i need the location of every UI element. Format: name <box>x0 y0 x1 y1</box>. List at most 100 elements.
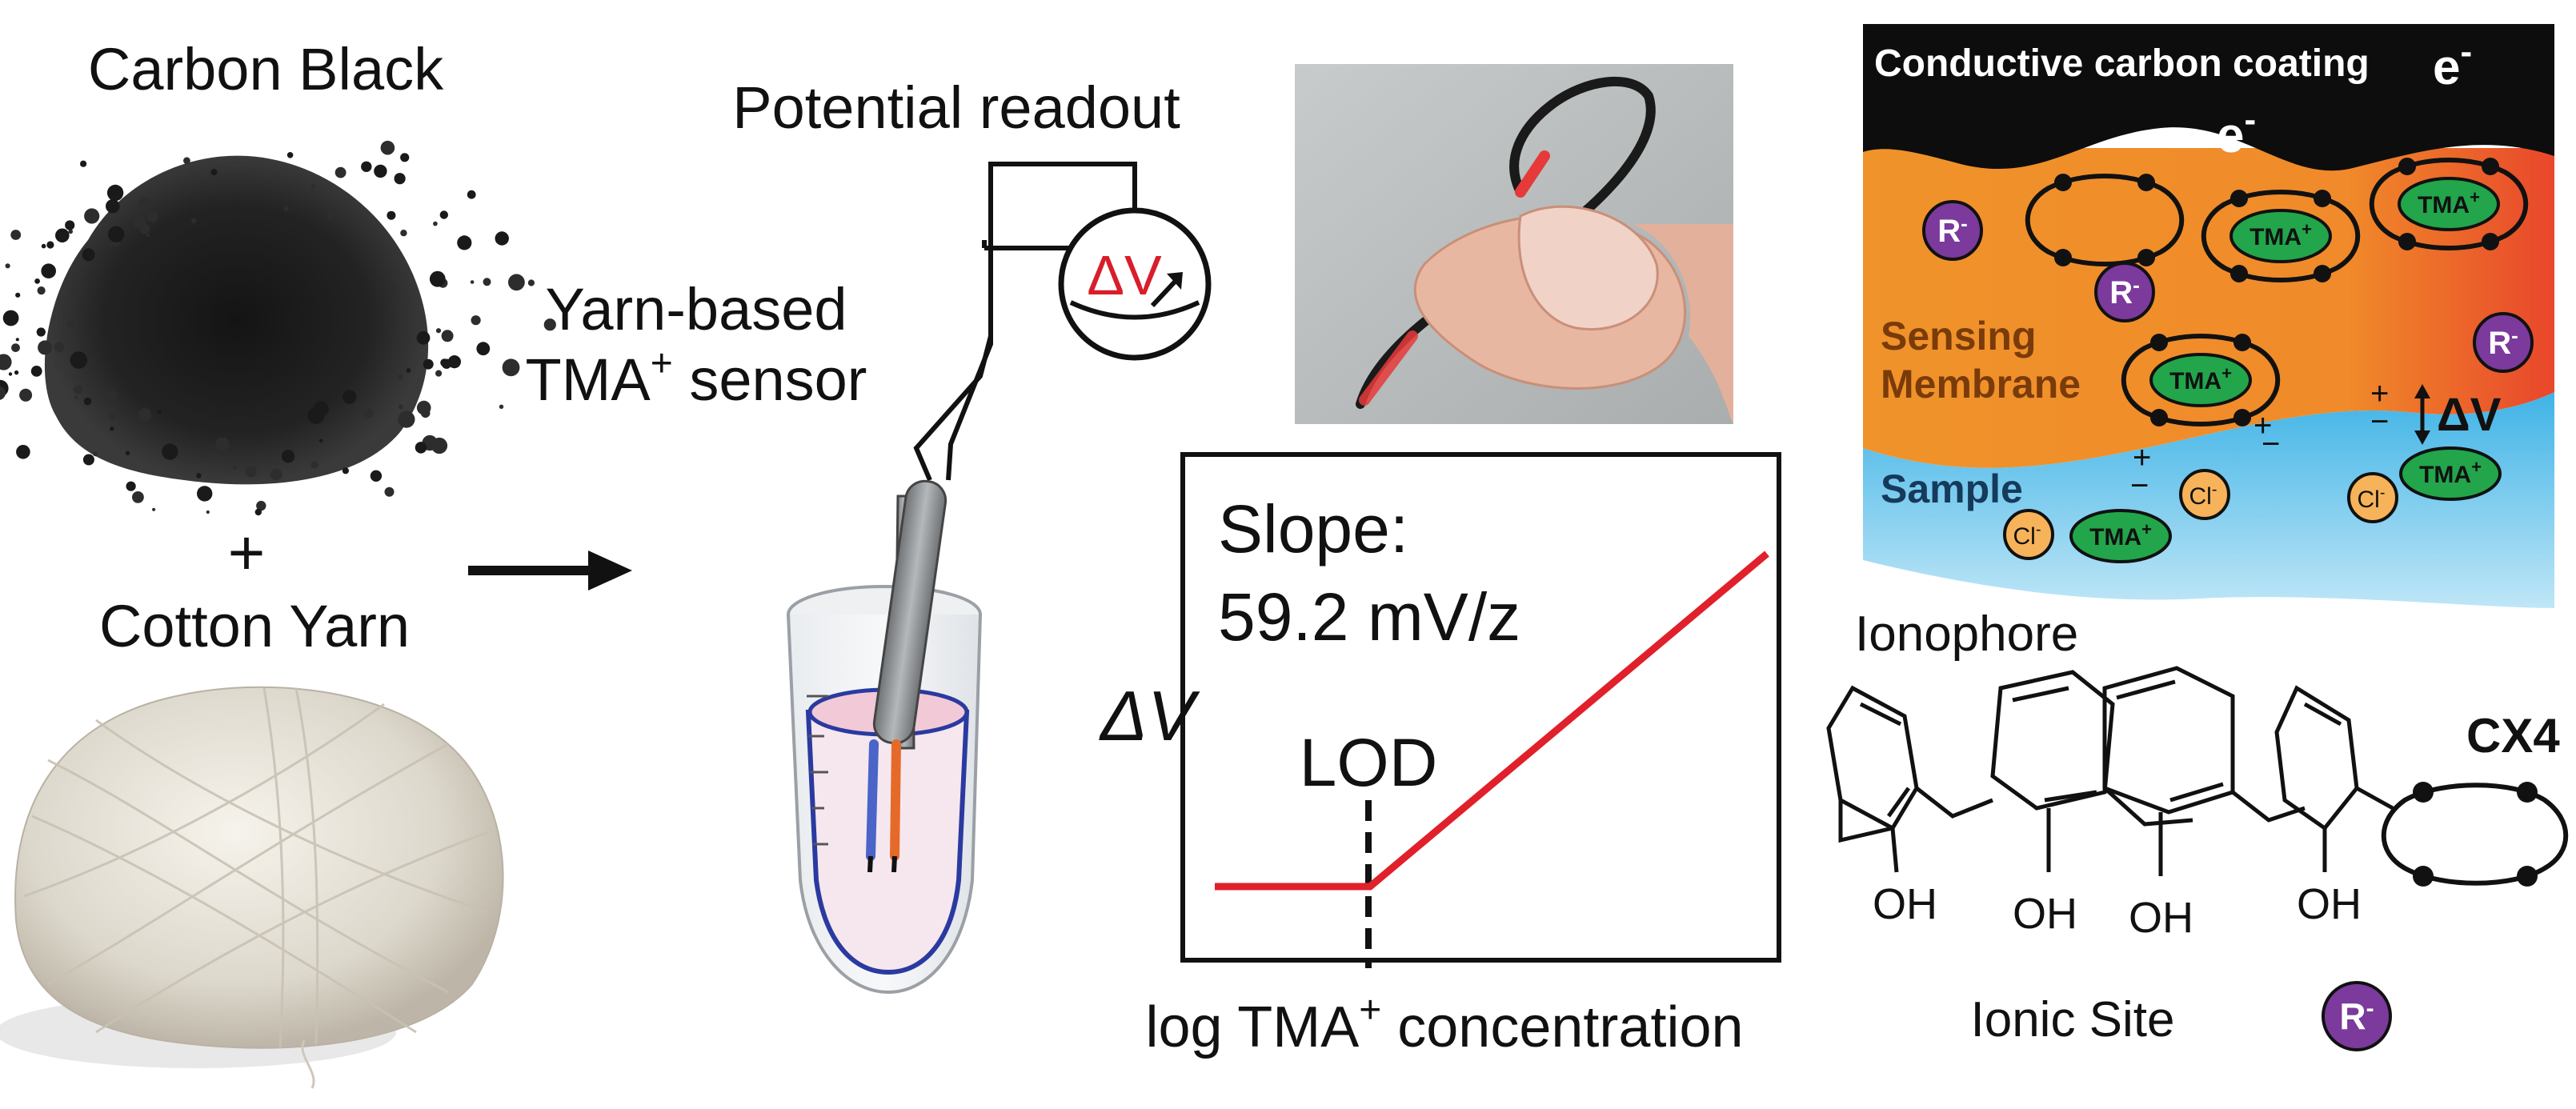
chemistry-panel: Ionophore OH <box>1826 607 2569 1051</box>
sensor-electrode-rod <box>866 479 947 873</box>
membrane-label-line1: Sensing <box>1881 314 2036 358</box>
y-axis-label: ΔV <box>1099 676 1200 755</box>
powder-granule <box>93 451 98 457</box>
r-ion-2-text: R- <box>2109 273 2140 310</box>
powder-granule <box>527 279 535 286</box>
powder-granule <box>183 157 190 165</box>
powder-granule <box>398 410 415 428</box>
powder-granule <box>132 491 144 503</box>
membrane-label-line2: Membrane <box>1881 362 2081 406</box>
powder-granule <box>400 230 407 237</box>
powder-granule <box>327 211 336 220</box>
r-ion-1: R- <box>1922 200 1983 261</box>
powder-granule <box>205 187 210 191</box>
powder-granule <box>397 374 403 380</box>
sample-label: Sample <box>1881 466 2023 511</box>
powder-granule <box>310 184 315 189</box>
powder-granule <box>433 221 438 226</box>
powder-granule <box>335 166 347 178</box>
voltmeter: ΔV <box>1058 207 1212 361</box>
cl-ion-2: Cl- <box>2179 469 2230 520</box>
powder-granule <box>380 140 395 155</box>
powder-granule <box>162 443 178 460</box>
oh-label-2: OH <box>2013 890 2077 938</box>
powder-granule <box>313 401 329 417</box>
powder-granule <box>157 409 162 414</box>
oh-label-3: OH <box>2129 894 2193 942</box>
powder-granule <box>471 315 481 326</box>
tma-ion-4-text: TMA+ <box>2089 519 2152 550</box>
powder-granule <box>5 263 10 269</box>
powder-granule <box>416 330 431 345</box>
process-arrow <box>468 550 632 591</box>
powder-granule <box>215 437 230 451</box>
powder-granules <box>0 140 556 516</box>
cotton-yarn-label: Cotton Yarn <box>99 593 410 659</box>
powder-granule <box>467 190 476 199</box>
ionic-site-r-text: R- <box>2339 995 2374 1037</box>
powder-granule <box>55 228 70 243</box>
charge-minus-3: − <box>2130 468 2149 503</box>
cl-ion-3-text: Cl- <box>2357 484 2385 513</box>
powder-granule <box>36 327 46 337</box>
potential-readout-label: Potential readout <box>732 74 1180 141</box>
powder-granule <box>457 235 472 250</box>
interface-delta-v: ΔV <box>2414 384 2502 445</box>
powder-granule <box>201 450 209 458</box>
powder-granule <box>416 400 431 415</box>
powder-granule <box>256 500 266 511</box>
powder-granule <box>254 508 262 516</box>
powder-granule <box>399 404 403 410</box>
powder-granule <box>441 330 454 342</box>
powder-granule <box>391 284 399 293</box>
powder-granule <box>38 340 53 355</box>
tma-ion-1: TMA+ <box>2229 209 2332 263</box>
plot-frame <box>1180 452 1781 963</box>
powder-granule <box>11 343 20 352</box>
charge-minus-2: − <box>2262 426 2280 462</box>
r-ion-3: R- <box>2473 312 2534 373</box>
powder-granule <box>342 467 349 474</box>
tma-ion-4: TMA+ <box>2069 509 2172 563</box>
powder-granule <box>15 338 19 342</box>
powder-granule <box>80 281 88 290</box>
cl-ion-2-text: Cl- <box>2189 481 2217 510</box>
powder-granule <box>19 388 33 402</box>
powder-granule <box>245 466 257 478</box>
powder-granule <box>2 310 19 326</box>
tma-ion-3-text: TMA+ <box>2169 363 2232 394</box>
powder-granule <box>108 226 125 242</box>
powder-granule <box>206 510 210 514</box>
powder-granule <box>146 210 158 222</box>
powder-granule <box>133 215 146 229</box>
powder-granule <box>138 408 152 422</box>
powder-granule <box>0 386 6 400</box>
powder-granule <box>109 413 116 421</box>
carbon-black-powder-image <box>0 140 556 516</box>
powder-granule <box>46 241 54 249</box>
powder-granule <box>483 278 491 286</box>
calibration-curve <box>1215 550 1769 891</box>
r-ion-2: R- <box>2094 262 2155 322</box>
carbon-coating-layer <box>1863 24 2554 171</box>
powder-granule <box>543 318 556 331</box>
r-ion-3-text: R- <box>2488 323 2518 361</box>
powder-granule <box>502 358 520 377</box>
powder-granule <box>74 385 83 394</box>
powder-granule <box>495 231 509 246</box>
electron-label-1: e- <box>2433 32 2472 95</box>
tma-ion-3: TMA+ <box>2149 353 2252 407</box>
ionic-site-r-ion: R- <box>2322 981 2392 1051</box>
powder-granule <box>8 372 13 376</box>
tma-ion-2: TMA+ <box>2398 177 2500 231</box>
powder-granule <box>196 473 202 478</box>
powder-granule <box>363 408 374 418</box>
powder-granule <box>10 230 22 240</box>
powder-granule <box>400 153 410 162</box>
ionophore-label: Ionophore <box>1855 607 2078 662</box>
carbon-black-label: Carbon Black <box>88 36 444 102</box>
lod-label: LOD <box>1300 725 1438 800</box>
sensor-photo <box>1295 64 1733 424</box>
sample-vial <box>787 585 982 995</box>
